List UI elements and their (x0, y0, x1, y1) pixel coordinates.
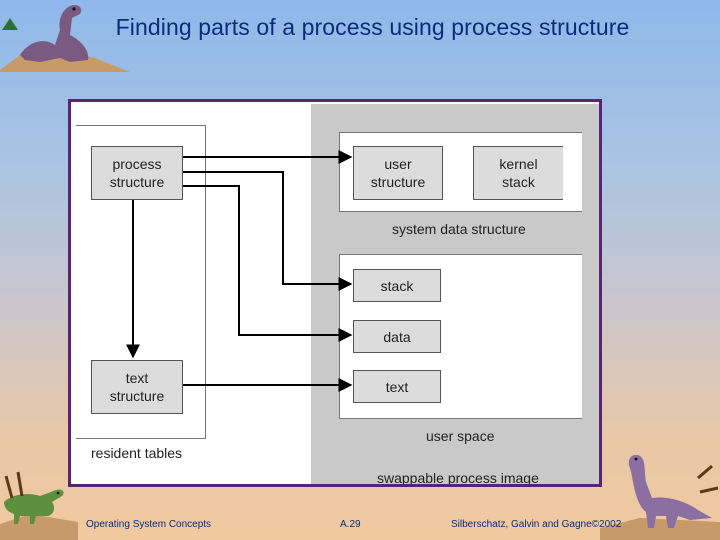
dinosaur-illustration-top-left (0, 5, 130, 72)
data-label: data (383, 328, 411, 345)
user-structure-box: user structure (353, 146, 443, 200)
footer-course: Operating System Concepts (86, 519, 212, 530)
stack-box: stack (353, 269, 441, 302)
kernel-stack-label: kernel stack (499, 156, 538, 190)
text-box: text (353, 370, 441, 403)
slide-title: Finding parts of a process using process… (115, 14, 630, 40)
resident-tables-label: resident tables (91, 445, 183, 461)
data-box: data (353, 320, 441, 353)
text-structure-box: text structure (91, 360, 183, 414)
process-structure-label: process structure (109, 156, 165, 190)
user-structure-label: user structure (370, 156, 426, 190)
footer-copyright: Silberschatz, Galvin and Gagne©2002 (451, 519, 622, 530)
stack-label: stack (380, 277, 414, 294)
text-structure-label: text structure (109, 370, 165, 404)
kernel-stack-box: kernel stack (473, 146, 563, 200)
process-structure-box: process structure (91, 146, 183, 200)
text-label: text (385, 378, 409, 395)
footer-page-number: A.29 (340, 519, 361, 530)
dinosaur-illustration-bottom-left (0, 471, 78, 540)
user-space-label: user space (426, 428, 495, 444)
process-structure-diagram: process structure text structure user st… (68, 99, 602, 487)
system-data-structure-label: system data structure (392, 221, 526, 237)
swappable-process-image-label: swappable process image (377, 470, 539, 486)
dinosaur-illustration-bottom-right (600, 454, 720, 540)
pointer-arrows (126, 150, 353, 392)
